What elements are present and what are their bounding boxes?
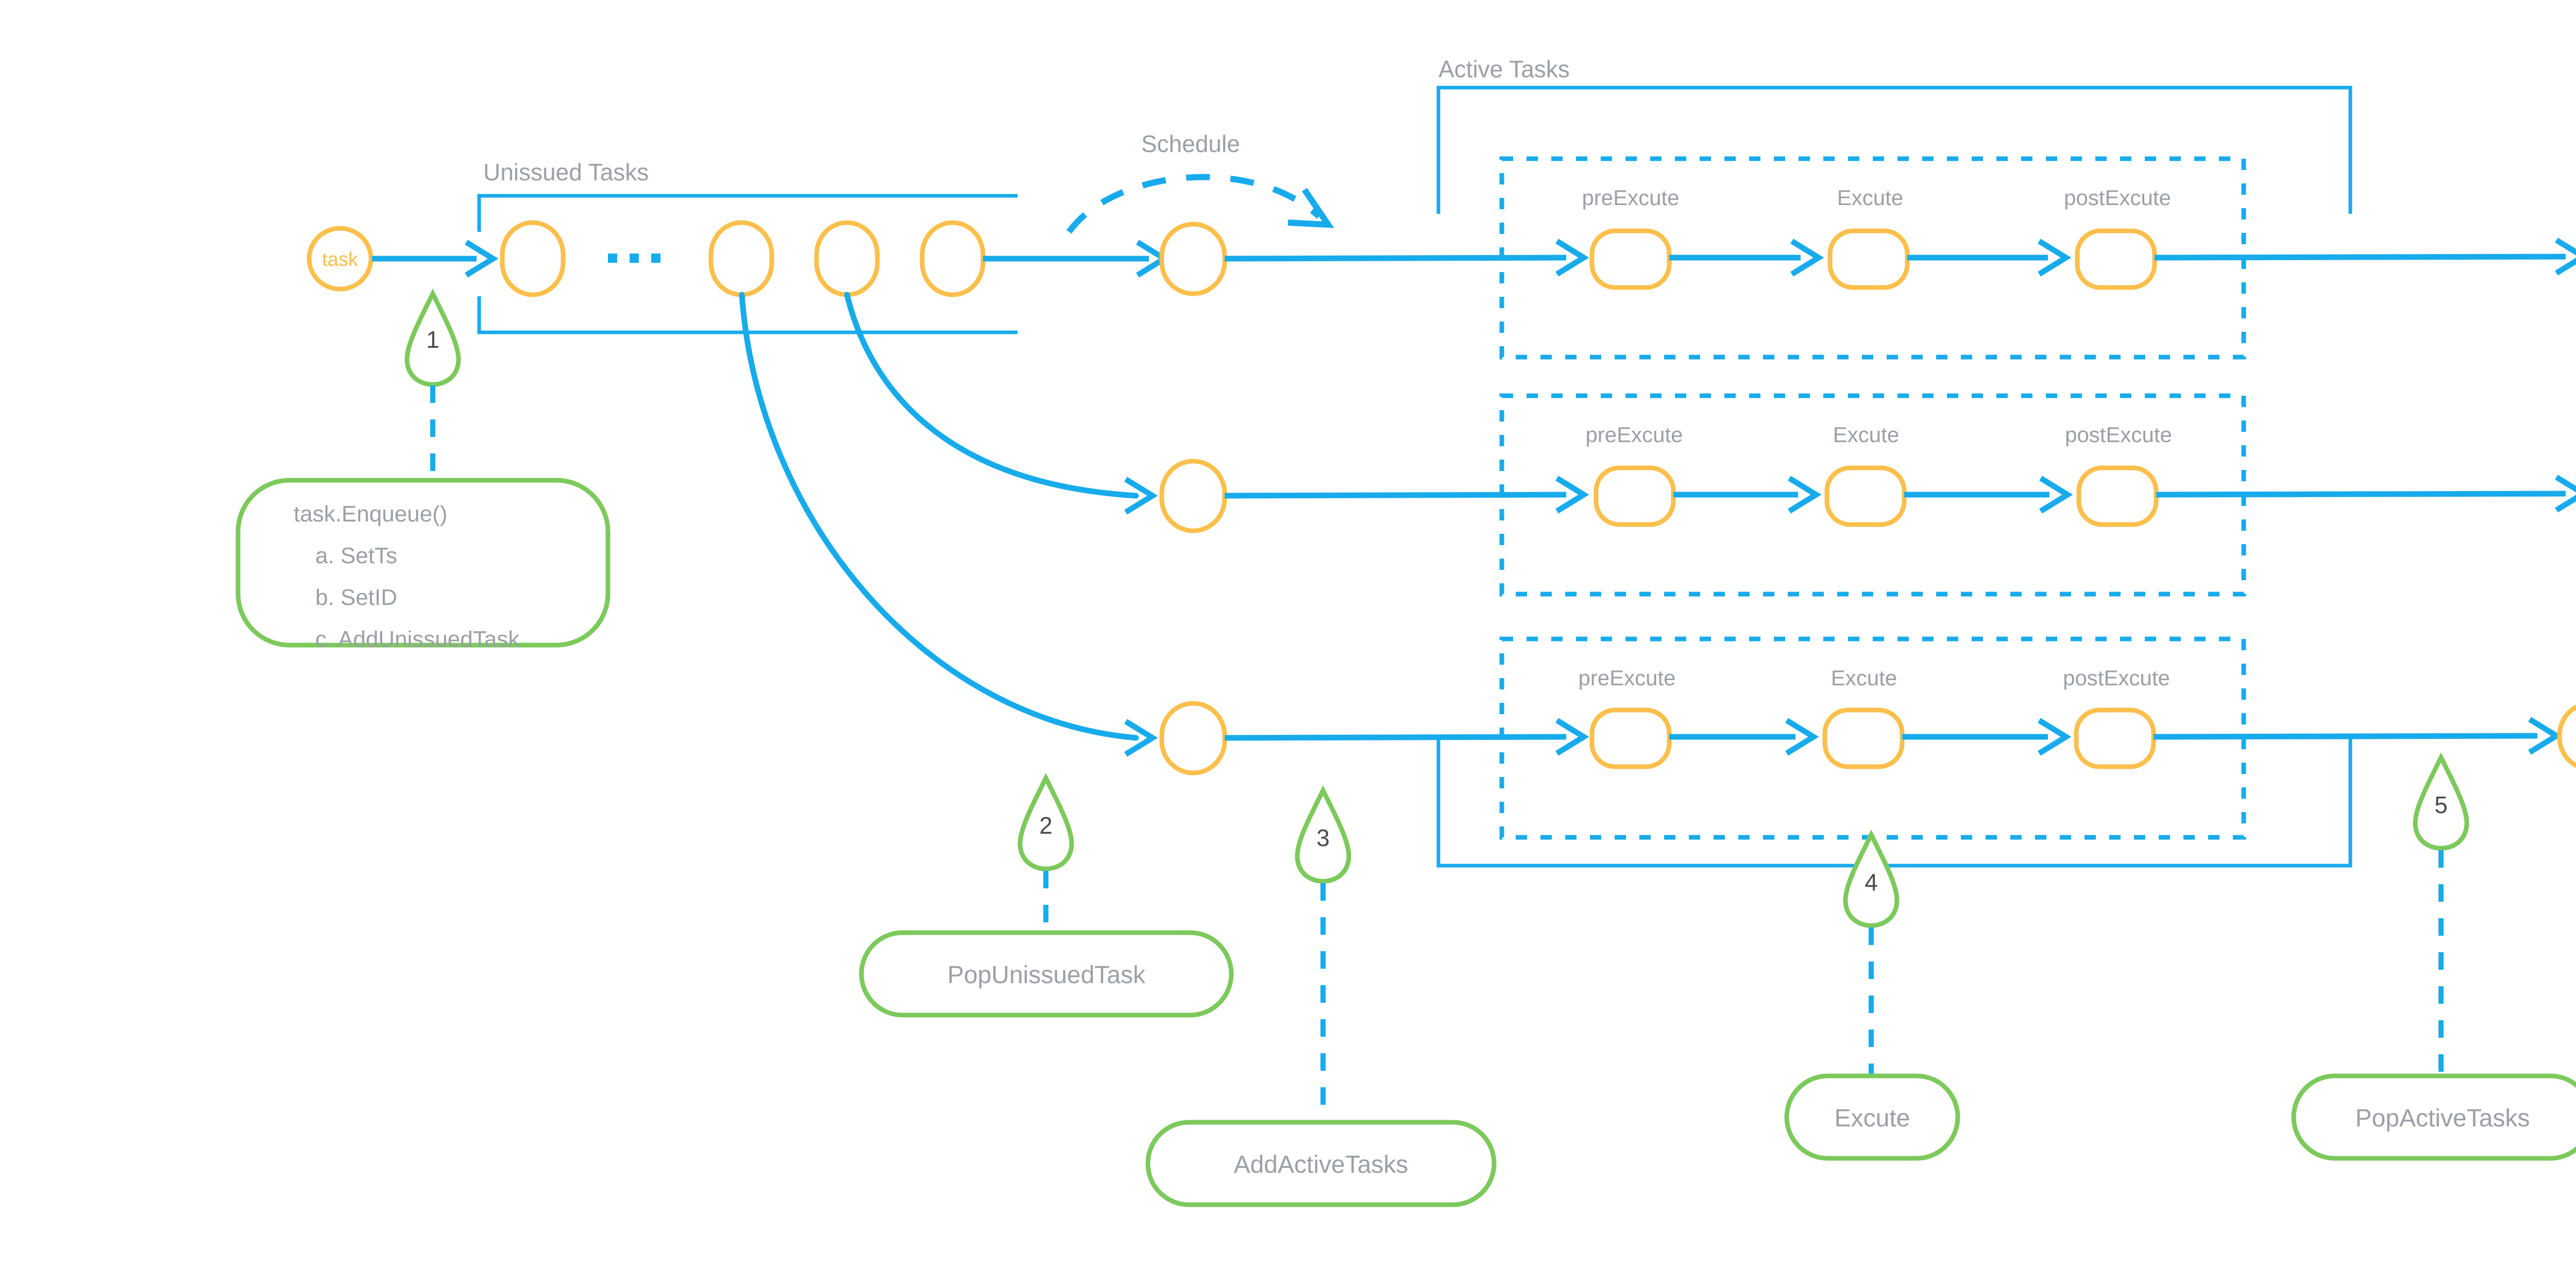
row3-edge-exit: [2153, 733, 2538, 740]
row1-stage-label-postexcute: postExcute: [2064, 185, 2171, 210]
row3-edge-entry-to-pre: [1224, 734, 1567, 741]
edge-queue-to-row3: [739, 292, 1139, 741]
row3-arrowhead-post: [2038, 718, 2072, 756]
queue-node-3[interactable]: [814, 220, 880, 297]
callout-enqueue-step-a: a. SetTs: [315, 543, 397, 568]
row3-node-excute[interactable]: [1822, 707, 1905, 769]
row2-arrowhead-exit: [2555, 475, 2576, 513]
marker-2-number: 2: [1039, 812, 1053, 839]
pipeline-row-1: preExcute Excute postExcute: [1159, 156, 2576, 360]
row3-stage-label-excute: Excute: [1831, 666, 1897, 690]
arrowhead-task-to-queue: [465, 240, 499, 278]
row2-node-excute[interactable]: [1824, 465, 1907, 527]
callout-pop-unissued-task-label: PopUnissuedTask: [947, 962, 1146, 989]
arrowhead-queue-to-row3: [1124, 719, 1158, 757]
marker-4[interactable]: 4: [1843, 829, 1900, 928]
row1-arrowhead-exit: [2555, 238, 2576, 276]
queue-node-4[interactable]: [920, 220, 986, 297]
callout-pop-active-tasks[interactable]: PopActiveTasks: [2291, 1073, 2576, 1161]
marker-5[interactable]: 5: [2413, 752, 2469, 851]
unissued-queue: [500, 220, 986, 297]
row2-stage-label-preexcute: preExcute: [1585, 423, 1683, 447]
row2-edge-entry-to-pre: [1224, 492, 1567, 499]
row2-stage-label-postexcute: postExcute: [2065, 423, 2172, 447]
row2-edge-exit: [2156, 491, 2566, 498]
arrowhead-queue-to-row2: [1124, 477, 1158, 515]
row2-arrowhead-post: [2039, 476, 2073, 514]
row2-stage-label-excute: Excute: [1833, 423, 1899, 447]
row2-arrowhead-ex: [1788, 476, 1822, 514]
row1-edge-entry-to-pre: [1224, 255, 1567, 262]
marker-3-number: 3: [1316, 824, 1330, 851]
marker-5-number: 5: [2434, 791, 2448, 818]
callout-enqueue-step-b: b. SetID: [315, 585, 397, 610]
callout-pop-active-tasks-label: PopActiveTasks: [2355, 1105, 2530, 1132]
row1-arrowhead-post: [2038, 239, 2072, 277]
marker-3[interactable]: 3: [1295, 785, 1351, 884]
schedule-dashed-arc: [1066, 174, 1334, 234]
callout-add-active-tasks-label: AddActiveTasks: [1234, 1151, 1409, 1178]
edge-queue-to-row2: [844, 292, 1139, 499]
row1-arrowhead-ex: [1790, 239, 1824, 277]
row3-node-postexcute[interactable]: [2074, 707, 2156, 769]
row1-node-excute[interactable]: [1827, 228, 1910, 290]
row2-entry-node[interactable]: [1159, 459, 1227, 533]
source-task-label: task: [322, 249, 359, 271]
marker-1[interactable]: 1: [404, 288, 461, 387]
row1-node-postexcute[interactable]: [2075, 228, 2157, 290]
row1-arrowhead-pre: [1555, 239, 1589, 277]
callout-excute[interactable]: Excute: [1784, 1073, 1960, 1161]
queue-node-1[interactable]: [500, 220, 566, 297]
active-tasks-bracket: [1436, 86, 2352, 868]
callout-enqueue-title: task.Enqueue(): [294, 501, 447, 527]
section-label-unissued-tasks: Unissued Tasks: [483, 159, 649, 185]
callout-pop-unissued-task[interactable]: PopUnissuedTask: [859, 930, 1234, 1018]
callout-add-active-tasks[interactable]: AddActiveTasks: [1145, 1120, 1497, 1207]
row2-arrowhead-pre: [1555, 476, 1589, 514]
row1-edge-exit: [2154, 254, 2566, 261]
callout-enqueue-step-c: c. AddUnissuedTask: [315, 627, 520, 652]
row3-stage-label-preexcute: preExcute: [1578, 666, 1675, 690]
callout-enqueue[interactable]: task.Enqueue() a. SetTs b. SetID c. AddU…: [235, 478, 611, 652]
row3-arrowhead-pre: [1555, 718, 1589, 756]
row2-node-postexcute[interactable]: [2076, 465, 2159, 527]
queue-node-2[interactable]: [708, 220, 774, 297]
row1-node-preexcute[interactable]: [1589, 228, 1672, 290]
row2-node-preexcute[interactable]: [1594, 465, 1676, 527]
row3-entry-node[interactable]: [1159, 701, 1227, 775]
queue-ellipsis: [608, 254, 660, 263]
row3-exit-node[interactable]: [2557, 703, 2576, 769]
unissued-tasks-bracket: [477, 194, 1018, 334]
marker-2[interactable]: 2: [1018, 772, 1074, 871]
row3-node-preexcute[interactable]: [1589, 707, 1672, 769]
marker-1-number: 1: [426, 326, 439, 353]
marker-4-number: 4: [1865, 869, 1878, 896]
row1-stage-label-excute: Excute: [1837, 185, 1903, 210]
pipeline-row-2: preExcute Excute postExcute: [1159, 393, 2576, 597]
row1-entry-node[interactable]: [1159, 222, 1227, 296]
source-task-node[interactable]: task: [307, 226, 374, 292]
pipeline-row-3: preExcute Excute postExcute: [1159, 636, 2576, 840]
callout-excute-label: Excute: [1835, 1105, 1910, 1132]
row3-stage-label-postexcute: postExcute: [2063, 666, 2170, 690]
row1-stage-label-preexcute: preExcute: [1582, 185, 1679, 210]
section-label-schedule: Schedule: [1141, 130, 1240, 157]
section-label-active-tasks: Active Tasks: [1438, 56, 1570, 82]
row3-arrowhead-exit: [2528, 717, 2562, 755]
row3-arrowhead-ex: [1785, 718, 1819, 756]
